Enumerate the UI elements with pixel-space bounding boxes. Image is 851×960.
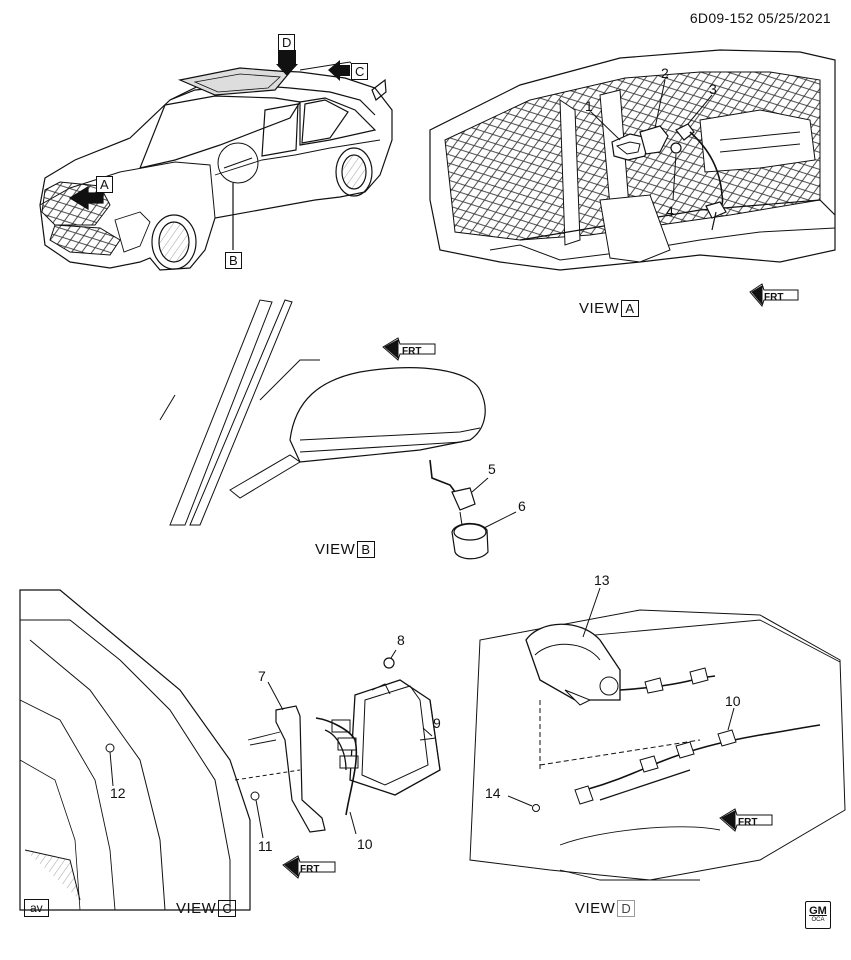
view-a-letter: A: [621, 300, 639, 317]
callout-12: 12: [110, 785, 126, 801]
view-a-caption: VIEW A: [579, 300, 639, 317]
vehicle-overview: [39, 50, 393, 271]
view-a-artwork: [429, 49, 836, 307]
view-b-caption: VIEW B: [315, 541, 375, 558]
view-c-prefix: VIEW: [176, 900, 217, 917]
callout-4: 4: [666, 203, 674, 219]
callout-13: 13: [594, 572, 610, 588]
callout-3: 3: [709, 81, 717, 97]
callout-8: 8: [397, 632, 405, 648]
frt-label-d: FRT: [738, 817, 758, 828]
view-c-caption: VIEW C: [176, 900, 237, 917]
marker-b: B: [225, 252, 242, 269]
view-d-caption: VIEW D: [575, 900, 636, 917]
callout-11: 11: [258, 838, 273, 854]
marker-c: C: [351, 63, 369, 80]
frt-label-c: FRT: [300, 864, 320, 875]
callout-10-view-c: 10: [357, 836, 373, 852]
view-d-prefix: VIEW: [575, 900, 616, 917]
view-a-prefix: VIEW: [579, 300, 620, 317]
marker-d: D: [278, 34, 296, 51]
frt-label-a: FRT: [764, 292, 784, 303]
view-d-artwork: [282, 587, 846, 881]
gm-logo: GM OCA: [805, 901, 831, 929]
callout-6: 6: [518, 498, 526, 514]
gm-logo-bottom: OCA: [811, 917, 825, 923]
document-id: 6D09-152 05/25/2021: [689, 10, 831, 26]
callout-7: 7: [258, 668, 266, 684]
view-b-prefix: VIEW: [315, 541, 356, 558]
view-c-letter: C: [218, 900, 237, 917]
callout-10-view-d: 10: [725, 693, 741, 709]
callout-14: 14: [485, 785, 501, 801]
callout-1: 1: [585, 98, 593, 114]
callout-9: 9: [433, 715, 441, 731]
view-b-letter: B: [357, 541, 375, 558]
callout-2: 2: [661, 65, 669, 81]
view-b-artwork: [159, 299, 517, 560]
av-tag: av: [24, 899, 49, 917]
view-c-artwork: [19, 589, 441, 911]
gm-logo-top: GM: [809, 905, 827, 917]
marker-a: A: [96, 176, 113, 193]
view-d-letter: D: [617, 900, 636, 917]
callout-5: 5: [488, 461, 496, 477]
frt-label-b: FRT: [402, 346, 422, 357]
